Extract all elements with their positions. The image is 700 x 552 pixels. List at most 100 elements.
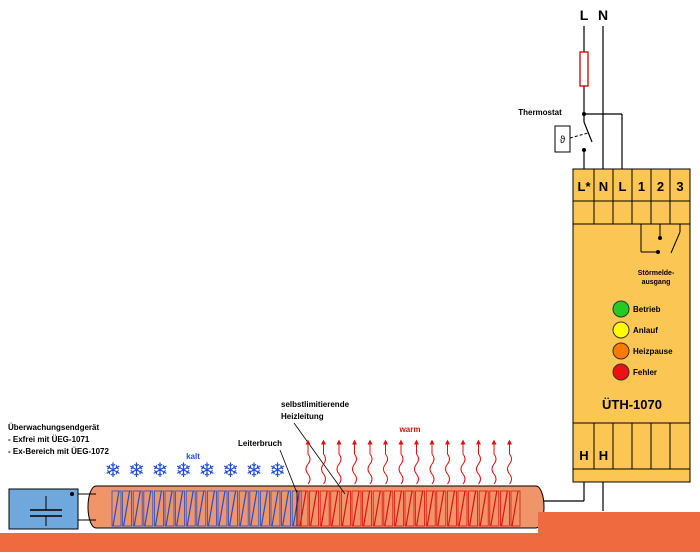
warm-coil-segment	[437, 490, 445, 527]
monitoring-end-device	[8, 488, 79, 530]
svg-text:Anlauf: Anlauf	[633, 326, 658, 335]
fault-relay-contact	[640, 224, 681, 254]
warm-coil-segment	[447, 490, 455, 527]
cold-coil-segment	[282, 490, 290, 527]
warm-coil-segment	[363, 490, 371, 527]
heat-wave-arrow	[460, 439, 466, 485]
cold-coil-loop	[132, 490, 143, 527]
warm-coil-segment	[479, 490, 487, 527]
snowflake-icon: ❄	[105, 460, 122, 482]
snowflake-icon: ❄	[152, 460, 169, 482]
led-anlauf: Anlauf	[612, 321, 658, 339]
warm-coil-segment	[310, 490, 318, 527]
cold-coil-segment	[154, 490, 162, 527]
warm-coil-segment	[416, 490, 424, 527]
heat-wave-arrow	[383, 439, 388, 485]
cold-coil-loop	[196, 490, 207, 527]
snowflake-icon: ❄	[269, 460, 286, 482]
cold-coil-loop	[111, 490, 122, 527]
warm-coil-loop	[351, 490, 362, 527]
bottom-band	[0, 533, 700, 552]
warm-coil-loop	[404, 490, 415, 527]
warm-coil-loop	[425, 490, 436, 527]
cold-coil-loop	[175, 490, 186, 527]
cold-coil-loop	[153, 490, 164, 527]
heat-wave-arrow	[398, 439, 404, 485]
cold-coil-segment	[292, 490, 300, 527]
warm-coil-segment	[500, 490, 508, 527]
warm-label: warm	[399, 425, 421, 434]
warm-coil-segment	[426, 490, 434, 527]
snowflake-icon: ❄	[128, 460, 145, 482]
warm-coil-segment	[299, 490, 307, 527]
warm-coil-loop	[309, 490, 320, 527]
warm-coil-loop	[362, 490, 373, 527]
warm-coil-loop	[478, 490, 489, 527]
cold-coil-loop	[217, 490, 228, 527]
warm-coil-segment	[341, 490, 349, 527]
warm-coil-loop	[446, 490, 457, 527]
cold-coil-segment	[260, 490, 268, 527]
warm-coil-segment	[394, 490, 402, 527]
cold-coil-loop	[259, 490, 270, 527]
warm-coil-loop	[340, 490, 351, 527]
led-betrieb: Betrieb	[612, 300, 661, 318]
thermostat-sensor	[554, 125, 571, 153]
heat-wave-arrow	[367, 439, 373, 485]
warm-coil-segment	[405, 490, 413, 527]
thermostat-symbol: ϑ	[560, 135, 566, 146]
heat-wave-arrow	[429, 439, 435, 485]
cold-label: kalt	[186, 452, 200, 461]
snowflake-icon: ❄	[199, 460, 216, 482]
terminal-l: L	[619, 179, 627, 194]
fuse	[579, 51, 589, 87]
warm-coil-segment	[373, 490, 381, 527]
cold-coil-segment	[176, 490, 184, 527]
led-heizpause: Heizpause	[612, 342, 673, 360]
terminal-h2: H	[599, 448, 608, 463]
fault-output-label-2: ausgang	[642, 279, 671, 286]
cold-coil-segment	[144, 490, 152, 527]
heating-cable	[87, 485, 545, 529]
terminal-n: N	[599, 179, 608, 194]
fault-output-label: Störmelde-	[638, 270, 675, 277]
cable-pointer	[293, 422, 346, 495]
terminal-l-star: L*	[578, 179, 592, 194]
cold-coil-loop	[228, 490, 239, 527]
cable-label-1: selbstlimitierende	[281, 400, 350, 409]
warm-coil-segment	[490, 490, 498, 527]
warm-coil-loop	[393, 490, 404, 527]
cold-coil-loop	[185, 490, 196, 527]
n-label: N	[598, 7, 608, 23]
warm-coil-loop	[383, 490, 394, 527]
top-terminal-block	[572, 168, 691, 225]
warm-coil-loop	[489, 490, 500, 527]
cold-coil-segment	[250, 490, 258, 527]
cold-coil-segment	[123, 490, 131, 527]
cold-coil-segment	[271, 490, 279, 527]
terminal-3: 3	[676, 179, 683, 194]
heat-wave-arrow	[321, 439, 326, 485]
warm-coil-segment	[458, 490, 466, 527]
warm-coil-loop	[468, 490, 479, 527]
thermostat-switch	[583, 121, 593, 143]
cold-coil-loop	[164, 490, 175, 527]
heat-wave-arrow	[445, 439, 450, 485]
heat-wave-arrow	[507, 439, 512, 485]
warm-coil-loop	[457, 490, 468, 527]
warm-coil-loop	[372, 490, 383, 527]
terminal-2: 2	[657, 179, 664, 194]
warm-coil-segment	[352, 490, 360, 527]
snowflake-icon: ❄	[246, 460, 263, 482]
warm-coil-loop	[319, 490, 330, 527]
heat-wave-arrow	[491, 439, 497, 485]
warm-coil-loop	[298, 490, 309, 527]
bottom-terminal-block	[573, 422, 690, 470]
cold-coil-loop	[281, 490, 292, 527]
cold-coil-loop	[143, 490, 154, 527]
heat-wave-arrow	[305, 439, 311, 485]
heat-wave-arrow	[414, 439, 419, 485]
warm-coil-segment	[384, 490, 392, 527]
cable-label-2: Heizleitung	[281, 412, 324, 421]
